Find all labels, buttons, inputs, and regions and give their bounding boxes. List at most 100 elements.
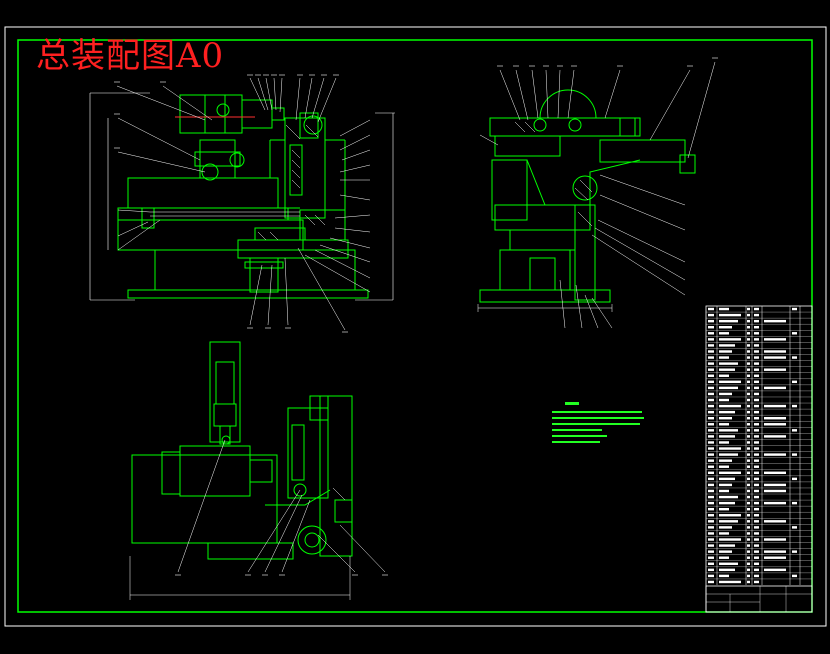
parts-cell-mark (708, 489, 714, 493)
parts-cell-mark (708, 362, 714, 365)
parts-cell-mark (764, 556, 786, 559)
parts-cell-mark (754, 423, 759, 426)
parts-cell-mark (747, 520, 750, 523)
parts-cell-mark (719, 477, 735, 481)
parts-cell-mark (708, 410, 714, 414)
parts-cell-mark (754, 453, 759, 456)
notes-line-mark (552, 423, 640, 425)
parts-cell-mark (754, 544, 759, 547)
parts-cell-mark (747, 568, 750, 572)
parts-cell-mark (719, 386, 738, 390)
notes-line-mark (552, 435, 607, 437)
parts-cell-mark (754, 471, 759, 475)
parts-cell-mark (792, 356, 797, 359)
parts-cell-mark (754, 538, 759, 541)
parts-cell-mark (764, 404, 786, 408)
parts-cell-mark (747, 307, 750, 311)
parts-cell-mark (719, 338, 741, 341)
parts-cell-mark (719, 526, 732, 529)
parts-cell-mark (708, 356, 714, 359)
parts-cell-mark (747, 319, 750, 323)
parts-cell-mark (719, 568, 735, 572)
parts-cell-mark (719, 332, 729, 335)
parts-cell-mark (747, 544, 750, 547)
parts-cell-mark (708, 471, 714, 475)
parts-cell-mark (719, 326, 732, 329)
parts-cell-mark (754, 447, 759, 450)
parts-cell-mark (764, 356, 786, 359)
parts-cell-mark (747, 483, 750, 487)
parts-cell-mark (747, 507, 750, 511)
parts-cell-mark (747, 356, 750, 359)
parts-cell-mark (719, 374, 729, 377)
parts-cell-mark (754, 489, 759, 493)
notes-line-mark (552, 441, 600, 443)
parts-cell-mark (754, 313, 759, 317)
parts-cell-mark (708, 538, 714, 541)
parts-cell-mark (792, 404, 797, 408)
parts-cell-mark (719, 416, 732, 420)
parts-cell-mark (708, 550, 714, 553)
parts-cell-mark (747, 362, 750, 365)
parts-cell-mark (719, 319, 738, 323)
parts-cell-mark (764, 416, 786, 420)
parts-cell-mark (708, 404, 714, 408)
outer-border (4, 26, 827, 627)
parts-cell-mark (754, 507, 759, 511)
parts-cell-mark (708, 520, 714, 523)
parts-cell-mark (708, 344, 714, 347)
parts-cell-mark (719, 465, 729, 468)
parts-cell-mark (719, 423, 729, 426)
parts-cell-mark (754, 435, 759, 438)
parts-cell-mark (754, 338, 759, 341)
parts-cell-mark (747, 495, 750, 499)
parts-cell-mark (719, 495, 738, 499)
parts-cell-mark (764, 338, 786, 341)
parts-cell-mark (719, 447, 741, 450)
parts-cell-mark (754, 386, 759, 390)
parts-cell-mark (708, 423, 714, 426)
parts-cell-mark (747, 398, 750, 402)
parts-cell-mark (719, 441, 729, 444)
parts-cell-mark (708, 332, 714, 335)
parts-cell-mark (719, 356, 729, 359)
parts-cell-mark (719, 410, 735, 414)
parts-cell-mark (754, 332, 759, 335)
parts-cell-mark (719, 538, 741, 541)
parts-cell-mark (708, 544, 714, 547)
parts-cell-mark (708, 574, 714, 578)
parts-cell-mark (719, 362, 738, 365)
parts-cell-mark (764, 501, 786, 505)
parts-cell-mark (754, 326, 759, 329)
parts-cell-mark (747, 368, 750, 371)
parts-cell-mark (747, 326, 750, 329)
notes-line-mark (552, 429, 602, 431)
parts-cell-mark (792, 526, 797, 529)
parts-cell-mark (719, 556, 729, 559)
parts-list (705, 305, 813, 613)
parts-cell-mark (708, 416, 714, 420)
parts-cell-mark (719, 562, 738, 565)
parts-cell-mark (754, 495, 759, 499)
parts-cell-mark (719, 350, 732, 353)
parts-cell-mark (764, 386, 786, 390)
parts-cell-mark (747, 550, 750, 553)
drawing-title: 总装配图A0 (36, 36, 225, 76)
parts-cell-mark (747, 332, 750, 335)
parts-cell-mark (747, 562, 750, 565)
parts-cell-mark (747, 350, 750, 353)
parts-cell-mark (708, 507, 714, 511)
parts-cell-mark (747, 489, 750, 493)
front-view (89, 74, 395, 333)
parts-cell-mark (719, 574, 729, 578)
parts-cell-mark (719, 398, 729, 402)
parts-cell-mark (792, 501, 797, 505)
parts-cell-mark (747, 435, 750, 438)
parts-cell-mark (708, 392, 714, 396)
parts-cell-mark (719, 544, 735, 547)
parts-cell-mark (754, 319, 759, 323)
parts-cell-mark (708, 338, 714, 341)
parts-cell-mark (792, 380, 797, 384)
parts-cell-mark (754, 416, 759, 420)
parts-cell-mark (708, 477, 714, 481)
